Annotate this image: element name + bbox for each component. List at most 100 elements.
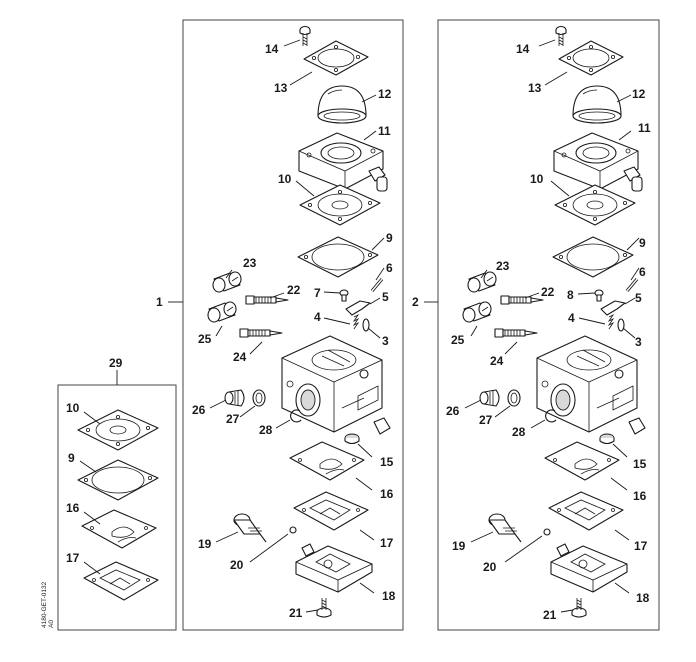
right-panel-frame bbox=[437, 19, 660, 631]
right-callouts: 14 13 12 11 10 9 6 8 5 4 3 23 22 25 24 2… bbox=[446, 42, 651, 622]
filter-15 bbox=[344, 433, 360, 445]
callout-label: 16 bbox=[380, 487, 394, 501]
callout-label: 10 bbox=[66, 401, 80, 415]
end-cover-18 bbox=[295, 543, 373, 593]
ball-20 bbox=[543, 528, 551, 536]
kit-gasket-9 bbox=[77, 459, 159, 501]
gasket-ring-27 bbox=[507, 389, 521, 407]
filter-15 bbox=[599, 433, 615, 445]
callout-label: 23 bbox=[243, 256, 257, 270]
assembly-labels: 1 2 29 bbox=[109, 295, 419, 370]
adjusting-screw-24 bbox=[494, 328, 538, 338]
callout-label: 14 bbox=[265, 42, 279, 56]
left-panel-frame bbox=[182, 19, 404, 631]
adjusting-screw-22 bbox=[245, 295, 289, 305]
callout-label: 24 bbox=[490, 354, 504, 368]
diaphragm-10 bbox=[554, 184, 636, 226]
callout-label: 17 bbox=[380, 536, 394, 550]
adjusting-screw-24 bbox=[239, 328, 283, 338]
inlet-screen-26 bbox=[479, 389, 500, 407]
callout-label: 15 bbox=[380, 455, 394, 469]
callout-label: 4 bbox=[568, 311, 575, 325]
callout-label: 15 bbox=[633, 457, 647, 471]
valve-19 bbox=[233, 513, 267, 543]
callout-label: 11 bbox=[638, 121, 651, 135]
callout-label: 26 bbox=[192, 403, 206, 417]
callout-label: 5 bbox=[635, 291, 642, 305]
assembly-number-1: 1 bbox=[156, 295, 163, 309]
assembly-number-2: 2 bbox=[412, 295, 419, 309]
left-callouts: 14 13 12 11 10 9 6 7 5 4 3 23 22 25 24 2… bbox=[192, 42, 396, 620]
callout-label: 20 bbox=[230, 558, 244, 572]
gasket-13 bbox=[558, 40, 624, 76]
callout-label: 13 bbox=[528, 81, 542, 95]
limiter-cap-23 bbox=[467, 271, 497, 293]
callout-label: 17 bbox=[634, 539, 648, 553]
callout-label: 22 bbox=[287, 283, 301, 297]
callout-label: 17 bbox=[66, 551, 80, 565]
inlet-screen-26 bbox=[224, 389, 245, 407]
callout-label: 13 bbox=[274, 81, 288, 95]
callout-label: 21 bbox=[543, 608, 557, 622]
leader-lines bbox=[79, 39, 640, 613]
screw-21 bbox=[571, 597, 587, 618]
callout-label: 28 bbox=[259, 423, 273, 437]
callout-label: 11 bbox=[378, 124, 391, 138]
callout-label: 5 bbox=[382, 290, 389, 304]
callout-label: 7 bbox=[314, 286, 321, 300]
callout-label: 9 bbox=[68, 451, 75, 465]
carburetor-body bbox=[281, 335, 391, 435]
diaphragm-16 bbox=[289, 441, 365, 481]
callout-label: 10 bbox=[530, 172, 544, 186]
screw-21 bbox=[316, 597, 332, 618]
gasket-ring-27 bbox=[252, 389, 266, 407]
callout-label: 8 bbox=[567, 288, 574, 302]
gasket-9 bbox=[297, 236, 379, 278]
callout-label: 18 bbox=[382, 589, 396, 603]
callout-label: 9 bbox=[386, 231, 393, 245]
callout-label: 26 bbox=[446, 404, 460, 418]
pump-housing-11 bbox=[298, 132, 388, 192]
callout-label: 16 bbox=[66, 501, 80, 515]
screw-14 bbox=[299, 25, 311, 47]
callout-label: 12 bbox=[378, 87, 392, 101]
callout-label: 6 bbox=[386, 261, 393, 275]
primer-bulb-12 bbox=[317, 85, 367, 124]
screw-14 bbox=[555, 25, 567, 47]
drawing-code-sub: A0 bbox=[48, 620, 55, 628]
adjusting-screw-22 bbox=[500, 295, 544, 305]
ball-20 bbox=[289, 526, 297, 534]
gasket-17 bbox=[293, 491, 369, 531]
callout-label: 14 bbox=[516, 42, 530, 56]
callout-label: 25 bbox=[451, 333, 465, 347]
callout-label: 4 bbox=[314, 310, 321, 324]
gasket-17 bbox=[548, 491, 624, 531]
limiter-cap-25 bbox=[207, 301, 237, 323]
gasket-9 bbox=[552, 236, 634, 278]
limiter-cap-23 bbox=[212, 271, 242, 293]
carburetor-body bbox=[536, 335, 646, 435]
kit-diaphragm-16 bbox=[81, 509, 157, 549]
callout-label: 18 bbox=[636, 591, 650, 605]
callout-label: 22 bbox=[541, 285, 555, 299]
callout-label: 19 bbox=[198, 537, 212, 551]
kit-callouts: 10 9 16 17 bbox=[66, 401, 80, 565]
callout-label: 25 bbox=[198, 332, 212, 346]
end-cover-18 bbox=[550, 543, 628, 593]
diaphragm-16 bbox=[544, 441, 620, 481]
callout-label: 21 bbox=[289, 606, 303, 620]
drawing-code: 4180-GET-0132 A0 bbox=[41, 581, 55, 628]
limiter-cap-25 bbox=[462, 301, 492, 323]
kit-panel bbox=[77, 409, 159, 601]
valve-19 bbox=[488, 513, 522, 543]
callout-label: 3 bbox=[635, 335, 642, 349]
callout-label: 12 bbox=[632, 87, 646, 101]
drawing-code-text: 4180-GET-0132 bbox=[41, 581, 48, 628]
callout-label: 19 bbox=[452, 539, 466, 553]
diaphragm-10 bbox=[299, 184, 381, 226]
pump-housing-11 bbox=[553, 132, 643, 192]
kit-number-29: 29 bbox=[109, 356, 123, 370]
right-panel bbox=[462, 25, 646, 618]
callout-label: 9 bbox=[639, 236, 646, 250]
